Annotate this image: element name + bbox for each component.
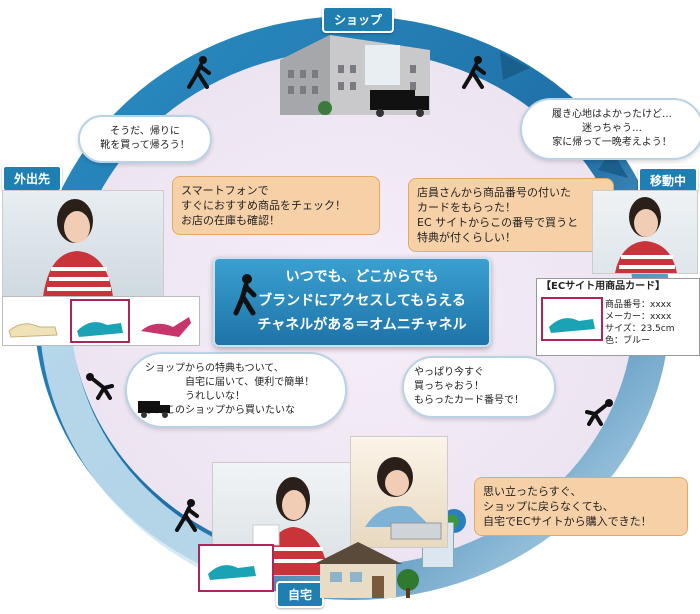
bubble-line: スマートフォンで: [181, 184, 269, 197]
card-line: メーカー：xxxx: [605, 312, 672, 322]
thought-cloud-outside: そうだ、帰りに 靴を買って帰ろう！: [78, 115, 212, 163]
speech-bubble-smartphone: スマートフォンで すぐにおすすめ商品をチェック！ お店の在庫も確認！: [172, 176, 380, 235]
bubble-line: 店員さんから商品番号の付いた: [417, 186, 571, 199]
cloud-line: 家に帰って一晩考えよう！: [552, 137, 672, 148]
walking-person-icon: [233, 274, 257, 316]
cloud-line: 自宅に届いて、便利で簡単！: [185, 377, 315, 388]
cloud-line: うれしいな！: [185, 391, 245, 402]
cloud-line: 靴を買って帰ろう！: [100, 140, 190, 151]
node-label-outside: 外出先: [2, 165, 63, 192]
running-person-icon: [86, 373, 114, 400]
center-omnichannel-box: いつでも、どこからでも ブランドにアクセスしてもらえる チャネルがある＝オムニチ…: [213, 257, 491, 347]
cloud-line: 買っちゃおう！: [414, 381, 484, 392]
cloud-line: ショップからの特典もついて、: [145, 363, 284, 374]
tree-icon: [397, 569, 419, 598]
thought-cloud-shop: 履き心地はよかったけど… 迷っちゃう… 家に帰って一晩考えよう！: [520, 98, 700, 160]
person-moving-photo: [592, 190, 698, 274]
shoe-selection-strip: [2, 296, 200, 346]
ring-arrow-right: [598, 150, 628, 178]
center-line-1: いつでも、どこからでも: [285, 269, 439, 285]
walking-person-icon: [175, 499, 199, 532]
speech-bubble-card: 店員さんから商品番号の付いた カードをもらった！ EC サイトからこの番号で買う…: [408, 178, 614, 252]
bubble-line: カードをもらった！: [417, 201, 516, 214]
thought-cloud-buy-now: やっぱり今すぐ 買っちゃおう！ もらったカード番号で！: [402, 356, 556, 418]
card-line: 色：ブルー: [605, 336, 651, 346]
person-laptop-photo: [350, 436, 448, 548]
bubble-line: EC サイトからこの番号で買うと: [417, 216, 579, 229]
walking-person-icon: [462, 56, 486, 89]
bubble-line: すぐにおすすめ商品をチェック！: [181, 199, 346, 212]
cloud-line: 迷っちゃう…: [582, 123, 642, 134]
person-outside-photo: [2, 190, 164, 298]
cloud-line: またこのショップから買いたいな: [145, 405, 295, 416]
home-shoe-image: [198, 544, 274, 592]
card-shoe-image: [541, 297, 603, 341]
bubble-line: お店の在庫も確認！: [181, 214, 280, 227]
running-person-icon: [585, 399, 613, 426]
delivery-truck-icon: [138, 401, 170, 418]
cloud-line: やっぱり今すぐ: [414, 367, 484, 378]
card-line: サイズ：23.5cm: [605, 324, 675, 334]
cloud-line: 履き心地はよかったけど…: [552, 109, 672, 120]
center-line-2: ブランドにアクセスしてもらえる: [258, 293, 466, 309]
cloud-line: そうだ、帰りに: [110, 126, 180, 137]
bubble-line: ショップに戻らなくても、: [483, 500, 614, 513]
ec-product-card: 【ECサイト用商品カード】 商品番号：xxxx メーカー：xxxx サイズ：23…: [536, 278, 700, 356]
house-image: [310, 540, 406, 600]
node-label-shop: ショップ: [322, 6, 395, 33]
bubble-line: 自宅でECサイトから購入できた！: [483, 515, 652, 528]
walking-person-icon: [187, 56, 211, 89]
shop-building-image: [270, 20, 440, 122]
center-line-3: チャネルがある＝オムニチャネル: [257, 317, 467, 333]
bubble-line: 特典が付くらしい！: [417, 231, 516, 244]
thought-cloud-delivery: ショップからの特典もついて、 自宅に届いて、便利で簡単！ うれしいな！ またこの…: [125, 352, 347, 428]
bubble-line: 思い立ったらすぐ、: [483, 485, 582, 498]
cloud-line: もらったカード番号で！: [414, 395, 524, 406]
speech-bubble-home-buy: 思い立ったらすぐ、 ショップに戻らなくても、 自宅でECサイトから購入できた！: [474, 477, 688, 536]
card-title: 【ECサイト用商品カード】: [541, 281, 666, 292]
ring-arrow-top: [500, 52, 530, 80]
node-label-moving: 移動中: [638, 167, 699, 194]
card-line: 商品番号：xxxx: [605, 300, 672, 310]
